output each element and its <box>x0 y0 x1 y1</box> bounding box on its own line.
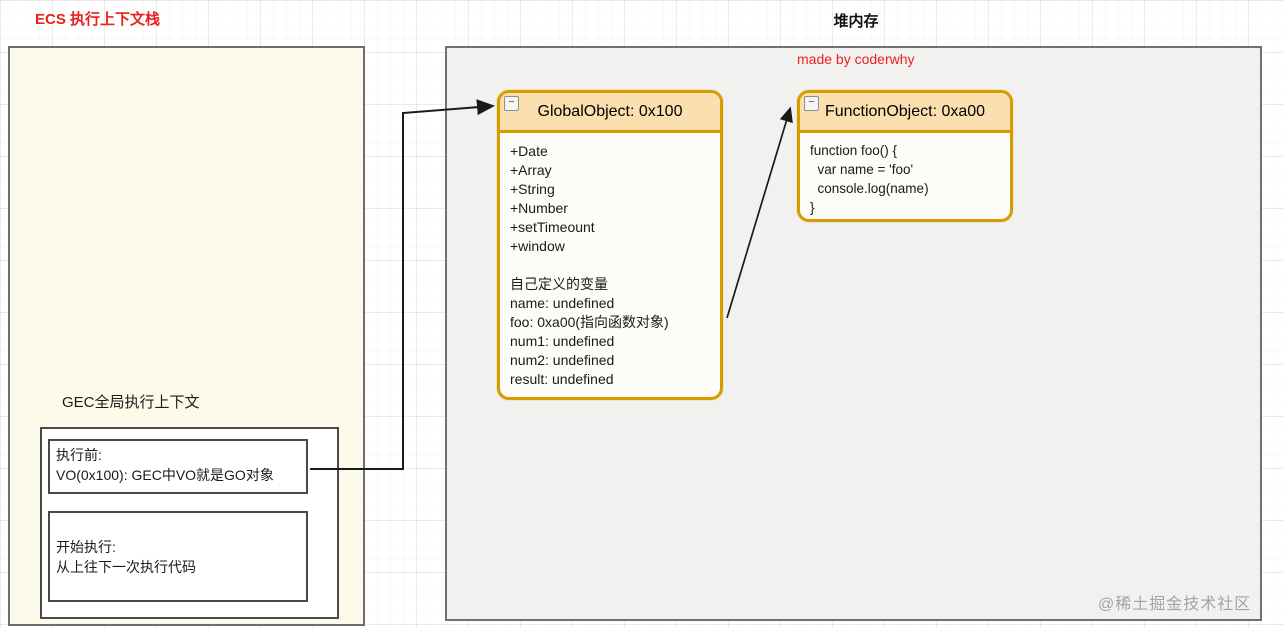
function-object-title: FunctionObject: 0xa00 <box>824 103 986 120</box>
text-line: 自己定义的变量 <box>510 276 608 292</box>
text-line: num1: undefined <box>510 333 615 349</box>
text-line: +String <box>510 181 555 197</box>
watermark-text: @稀土掘金技术社区 <box>1098 596 1252 613</box>
text-line: var name = 'foo' <box>810 162 914 177</box>
global-object-title: GlobalObject: 0x100 <box>537 103 683 120</box>
text-line: foo: 0xa00(指向函数对象) <box>510 314 669 330</box>
function-object-header[interactable]: − FunctionObject: 0xa00 <box>800 93 1010 133</box>
collapse-minus-icon[interactable]: − <box>504 96 519 111</box>
text-line: +setTimeount <box>510 219 595 235</box>
vo-before-exec-box[interactable]: 执行前: VO(0x100): GEC中VO就是GO对象 <box>48 439 308 494</box>
global-object-body: +Date +Array +String +Number +setTimeount +wi… <box>500 133 720 389</box>
text-line: console.log(name) <box>810 181 929 196</box>
text-line: 执行前: <box>56 447 102 463</box>
text-line: +Array <box>510 162 552 178</box>
start-exec-box[interactable]: 开始执行: 从上往下一次执行代码 <box>48 511 308 602</box>
text-line <box>510 256 712 275</box>
gec-stack-frame[interactable]: 执行前: VO(0x100): GEC中VO就是GO对象 开始执行: 从上往下一次执… <box>40 427 339 619</box>
function-object-box[interactable]: − FunctionObject: 0xa00 function foo() {… <box>797 90 1013 222</box>
text-line: +Date <box>510 143 548 159</box>
global-object-box[interactable]: − GlobalObject: 0x100 +Date +Array +String… <box>497 90 723 400</box>
gec-context-label: GEC全局执行上下文 <box>62 394 200 411</box>
credit-text: made by coderwhy <box>797 51 915 67</box>
heap-memory-title: 堆内存 <box>833 13 879 30</box>
text-line: num2: undefined <box>510 352 615 368</box>
text-line: 开始执行: <box>56 539 116 555</box>
ecs-stack-title: ECS 执行上下文栈 <box>35 11 161 28</box>
text-line: result: undefined <box>510 371 614 387</box>
collapse-minus-icon[interactable]: − <box>804 96 819 111</box>
text-line: } <box>810 200 815 215</box>
text-line: +Number <box>510 200 568 216</box>
text-line: +window <box>510 238 565 254</box>
text-line: VO(0x100): GEC中VO就是GO对象 <box>56 467 274 483</box>
global-object-header[interactable]: − GlobalObject: 0x100 <box>500 93 720 133</box>
text-line: 从上往下一次执行代码 <box>56 559 196 575</box>
heap-memory-panel[interactable]: made by coderwhy − GlobalObject: 0x100 +… <box>445 46 1262 621</box>
text-line: function foo() { <box>810 143 898 158</box>
ecs-stack-panel[interactable]: GEC全局执行上下文 执行前: VO(0x100): GEC中VO就是GO对象 开… <box>8 46 365 626</box>
function-object-body: function foo() { var name = 'foo' consol… <box>800 133 1010 217</box>
text-line: name: undefined <box>510 295 615 311</box>
